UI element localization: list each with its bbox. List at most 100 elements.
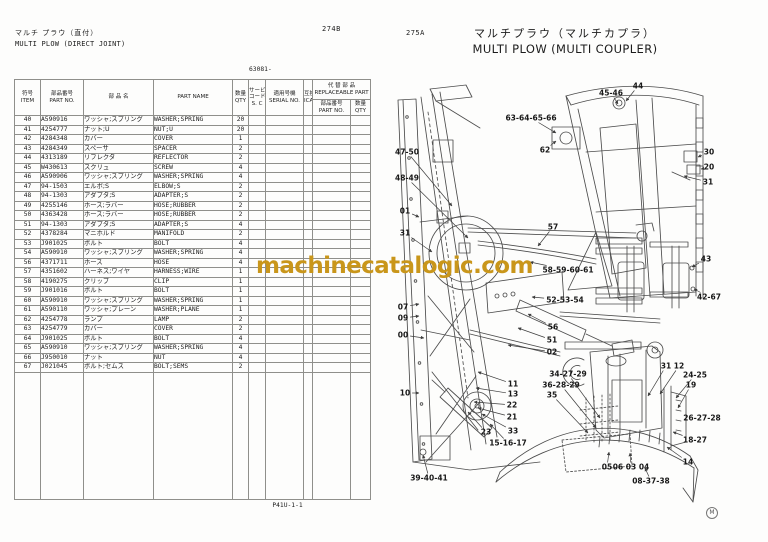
callout-label: 62 <box>540 146 550 155</box>
callout-leader <box>477 371 507 382</box>
callout-label: 63-64-65-66 <box>505 114 556 123</box>
callout-leader <box>410 156 453 207</box>
callout-leader <box>625 90 635 102</box>
callout-label: 39-40-41 <box>410 474 448 483</box>
callout-leader <box>628 452 632 463</box>
callout-label: 07 <box>398 303 408 312</box>
callout-label: 18-27 <box>683 436 707 445</box>
callout-label: 56 <box>548 323 558 332</box>
right-page-number: 275A <box>406 29 425 37</box>
callout-leader <box>517 327 546 338</box>
callout-label: 48-49 <box>395 174 419 183</box>
callout-label: 14 <box>683 458 693 467</box>
callout-leader <box>693 288 701 293</box>
callout-leader <box>410 314 420 319</box>
callout-leader <box>531 295 545 300</box>
left-title-en: MULTI PLOW (DIRECT JOINT) <box>15 40 126 48</box>
callout-label: 43 <box>701 255 711 264</box>
right-title-jp: マルチプラウ（マルチカプラ） <box>474 27 656 40</box>
callout-label: 35 <box>547 391 557 400</box>
callout-label: 21 <box>507 413 517 422</box>
callout-label: 23 <box>481 428 491 437</box>
callout-label: 20 <box>704 163 714 172</box>
callout-leader <box>477 407 505 416</box>
callout-leader <box>475 386 506 394</box>
diagram-line-art <box>397 84 704 503</box>
callout-leader <box>556 399 589 434</box>
callout-label: 24-25 <box>683 371 707 380</box>
callout-label: 51 <box>547 336 557 345</box>
callout-label: 36-28-29 <box>542 381 580 390</box>
callout-leader <box>666 446 682 458</box>
callout-leader <box>571 378 601 419</box>
callout-label: 45-46 <box>599 89 623 98</box>
callout-leader <box>538 122 557 134</box>
callout-leader <box>489 423 504 439</box>
callout-label: 13 <box>508 390 518 399</box>
callout-leader <box>410 335 425 340</box>
right-title-en: MULTI PLOW (MULTI COUPLER) <box>472 42 658 56</box>
callout-label: 06 03 04 <box>613 463 650 472</box>
callout-label: 01 <box>400 207 410 216</box>
callout-leader <box>697 154 703 158</box>
callout-label: 26-27-28 <box>683 414 721 423</box>
callout-label: 09 <box>398 314 408 323</box>
callout-leader <box>422 454 429 474</box>
callout-label: 15-16-17 <box>489 439 527 448</box>
left-page-number: 274B <box>322 25 341 33</box>
callout-leader <box>691 262 700 268</box>
callout-leader <box>606 451 611 463</box>
callout-label: 12 <box>674 362 684 371</box>
callout-leader <box>672 431 683 436</box>
callout-label: 57 <box>548 223 558 232</box>
callout-leader <box>467 411 483 428</box>
col-header-part-name: PART NAME <box>153 79 233 116</box>
callout-label: 52-53-54 <box>546 296 584 305</box>
callout-leader <box>644 467 650 477</box>
callout-leader <box>659 370 677 395</box>
callout-leader <box>529 260 547 266</box>
callout-leader <box>683 175 701 181</box>
col-header-name-jp: 部 品 名 <box>83 79 154 116</box>
callout-label: 31 <box>661 362 671 371</box>
callout-label: 19 <box>686 381 696 390</box>
callout-leader <box>677 389 689 409</box>
callout-leader <box>613 97 619 105</box>
callout-label: 42-67 <box>697 293 721 302</box>
callout-label: 31 <box>703 178 713 187</box>
callout-label: 00 <box>398 331 408 340</box>
callout-leader <box>537 231 550 247</box>
callout-leader <box>411 237 433 253</box>
callout-leader <box>647 370 664 397</box>
callout-leader <box>564 389 597 429</box>
corner-mark: M <box>706 507 718 519</box>
serial-range: 63081- <box>249 66 272 73</box>
callout-leader <box>550 140 557 146</box>
callout-label: 58-59-60-61 <box>542 266 593 275</box>
callout-label: 05 <box>602 463 612 472</box>
callout-leader <box>411 182 469 239</box>
callout-label: 44 <box>633 82 643 91</box>
callout-label: 02 <box>547 348 557 357</box>
callout-leader <box>481 413 507 428</box>
callout-leader <box>411 213 420 218</box>
